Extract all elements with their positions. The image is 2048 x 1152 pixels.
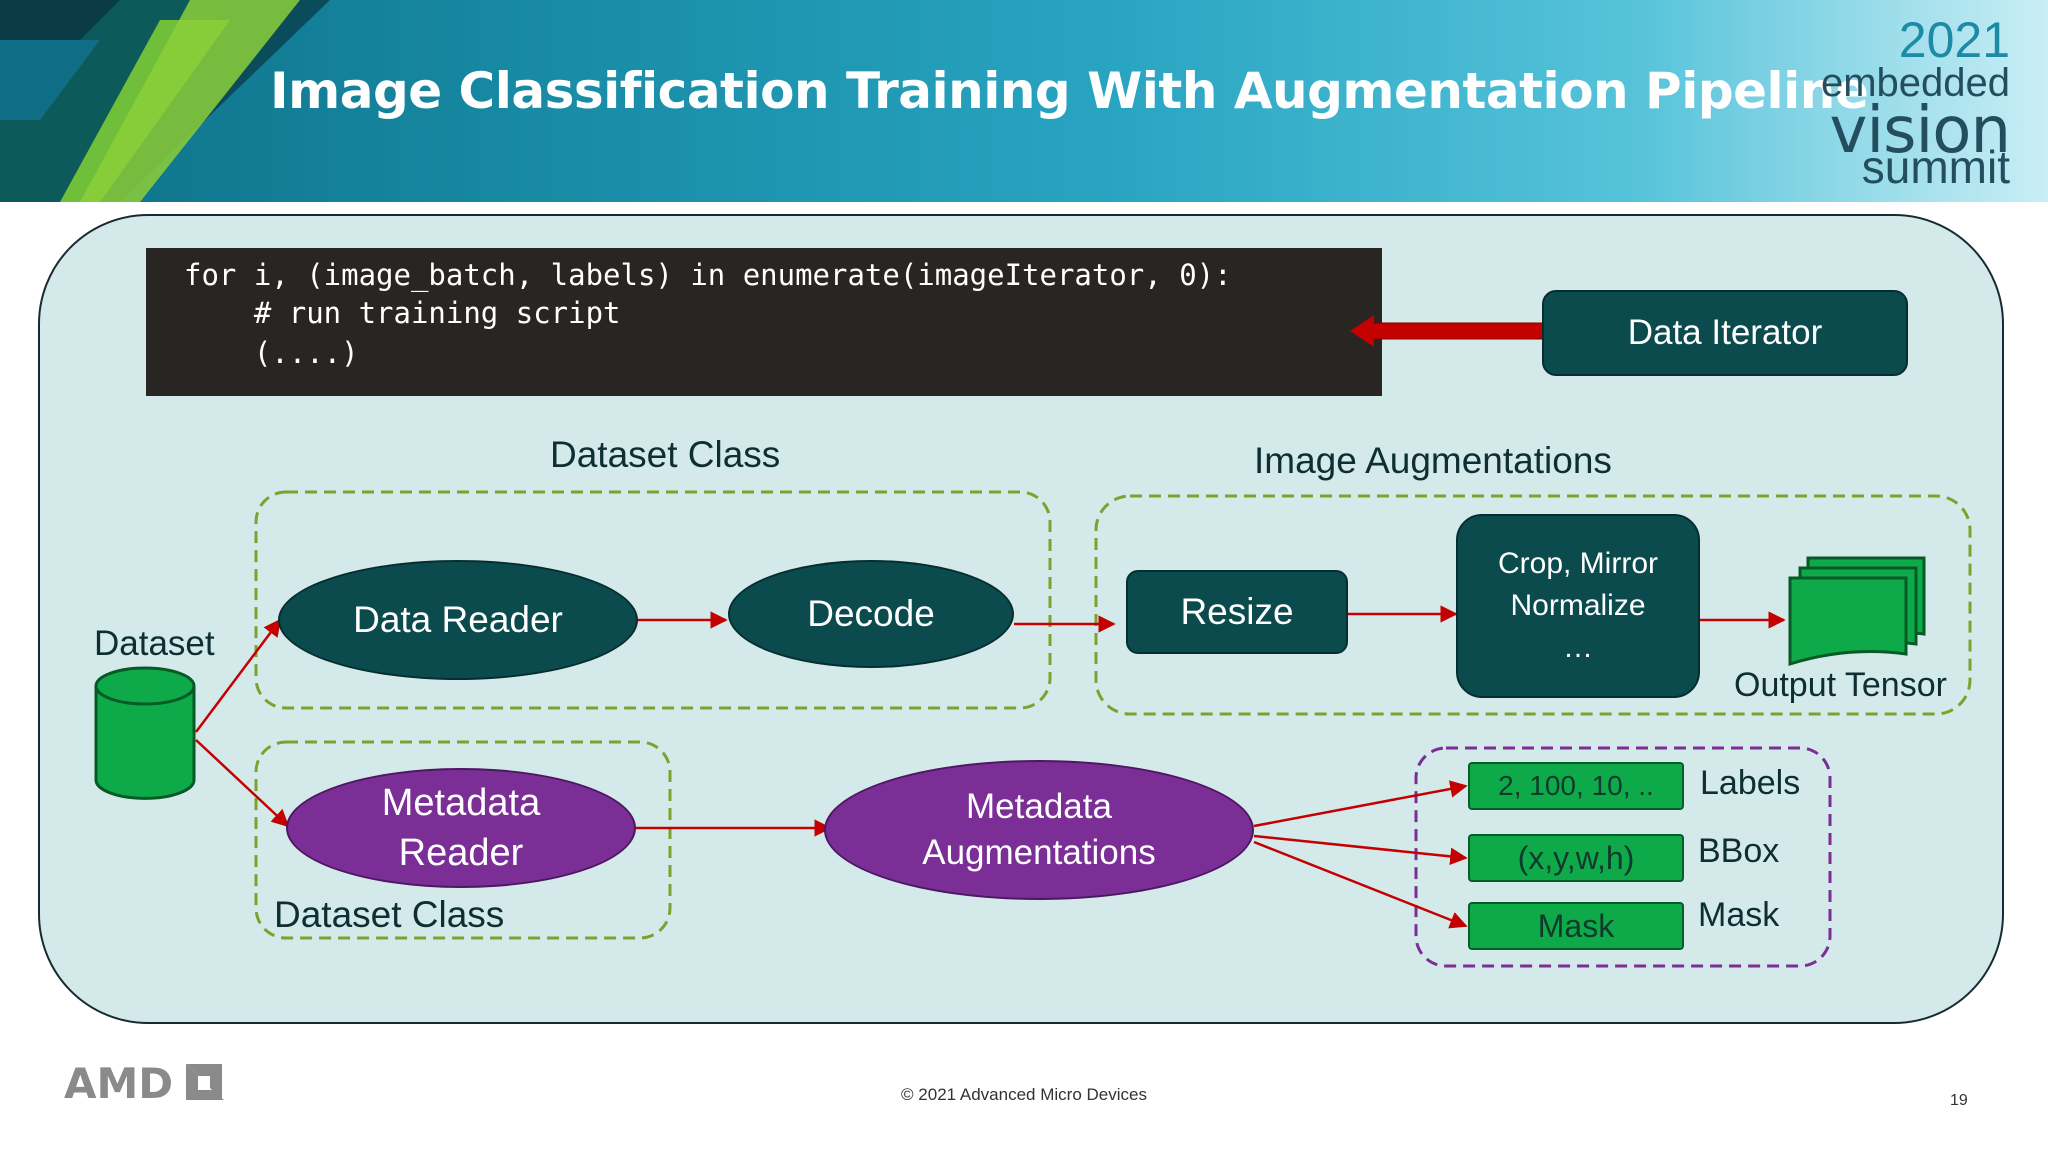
resize-node: Resize	[1126, 570, 1348, 654]
crop-mirror-normalize-node: Crop, Mirror Normalize …	[1456, 514, 1700, 698]
mask-output-value: Mask	[1537, 907, 1615, 944]
labels-output-box: 2, 100, 10, ..	[1468, 762, 1684, 810]
code-line-1: for i, (image_batch, labels) in enumerat…	[184, 258, 1232, 292]
metadata-reader-node: Metadata Reader	[286, 768, 636, 888]
crop-label-line3: …	[1563, 631, 1593, 664]
resize-label: Resize	[1180, 591, 1294, 632]
dataset-label: Dataset	[94, 624, 215, 663]
metadata-augmentations-node: Metadata Augmentations	[824, 760, 1254, 900]
code-line-3: (....)	[184, 336, 359, 370]
slide-title: Image Classification Training With Augme…	[270, 62, 1869, 120]
embedded-vision-summit-logo: 2021 embedded vision summit	[1770, 12, 2011, 190]
image-augmentations-label: Image Augmentations	[1254, 440, 1612, 481]
data-reader-node: Data Reader	[278, 560, 638, 680]
data-reader-label: Data Reader	[353, 599, 563, 640]
labels-output-name: Labels	[1700, 764, 1801, 802]
data-iterator-label: Data Iterator	[1627, 313, 1823, 352]
header-band: Image Classification Training With Augme…	[0, 0, 2048, 202]
copyright-text: © 2021 Advanced Micro Devices	[901, 1085, 1147, 1104]
bbox-output-value: (x,y,w,h)	[1517, 839, 1635, 876]
crop-label-line2: Normalize	[1510, 589, 1646, 622]
logo-year: 2021	[1898, 12, 2010, 68]
header-decoration	[0, 0, 330, 202]
decode-label: Decode	[807, 593, 935, 634]
page-number: 19	[1950, 1092, 1968, 1109]
labels-output-value: 2, 100, 10, ..	[1498, 770, 1654, 801]
dataset-class-bottom-label: Dataset Class	[274, 894, 505, 935]
logo-vision: vision	[1829, 94, 2011, 168]
mask-output-name: Mask	[1698, 896, 1780, 934]
metadata-reader-line1: Metadata	[381, 782, 541, 824]
output-tensor-label: Output Tensor	[1734, 666, 1947, 704]
metadata-aug-line1: Metadata	[966, 787, 1112, 826]
amd-wordmark: AMD	[64, 1060, 173, 1102]
decode-node: Decode	[728, 560, 1014, 668]
bbox-output-box: (x,y,w,h)	[1468, 834, 1684, 882]
dataset-class-top-label: Dataset Class	[550, 434, 781, 475]
bbox-output-name: BBox	[1698, 832, 1780, 870]
mask-output-box: Mask	[1468, 902, 1684, 950]
logo-embedded: embedded	[1820, 61, 2010, 105]
amd-arrow-icon: AMD	[64, 1059, 224, 1108]
metadata-reader-line2: Reader	[398, 832, 524, 874]
code-line-2: # run training script	[184, 296, 621, 330]
data-iterator-node: Data Iterator	[1542, 290, 1908, 376]
crop-label-line1: Crop, Mirror	[1497, 547, 1658, 580]
metadata-aug-line2: Augmentations	[922, 833, 1156, 872]
code-snippet: for i, (image_batch, labels) in enumerat…	[146, 248, 1382, 396]
logo-summit: summit	[1861, 141, 2010, 193]
amd-logo: AMD	[64, 1059, 224, 1108]
